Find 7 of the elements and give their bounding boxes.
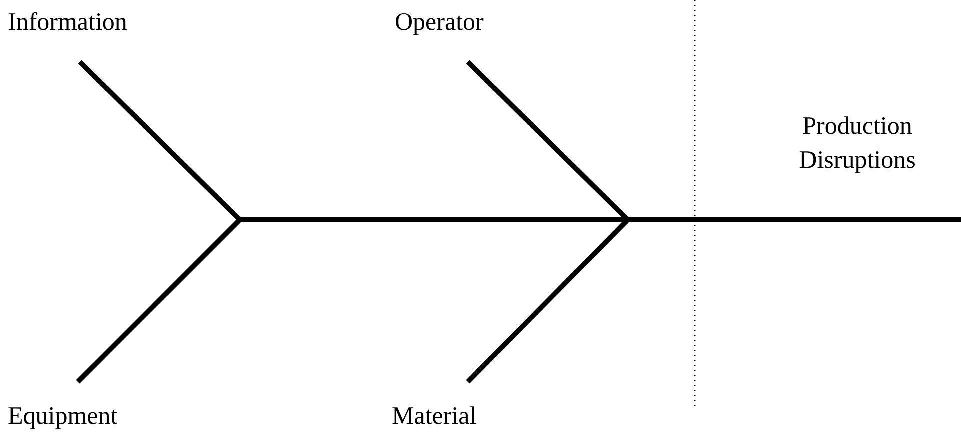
branch-line — [78, 60, 242, 222]
cause-label: Equipment — [8, 402, 118, 432]
cause-label: Material — [392, 402, 477, 432]
cause-label: Information — [8, 8, 128, 38]
cause-label: Operator — [395, 8, 484, 38]
branch-line — [76, 218, 242, 384]
effect-label: Production Disruptions — [798, 112, 917, 176]
